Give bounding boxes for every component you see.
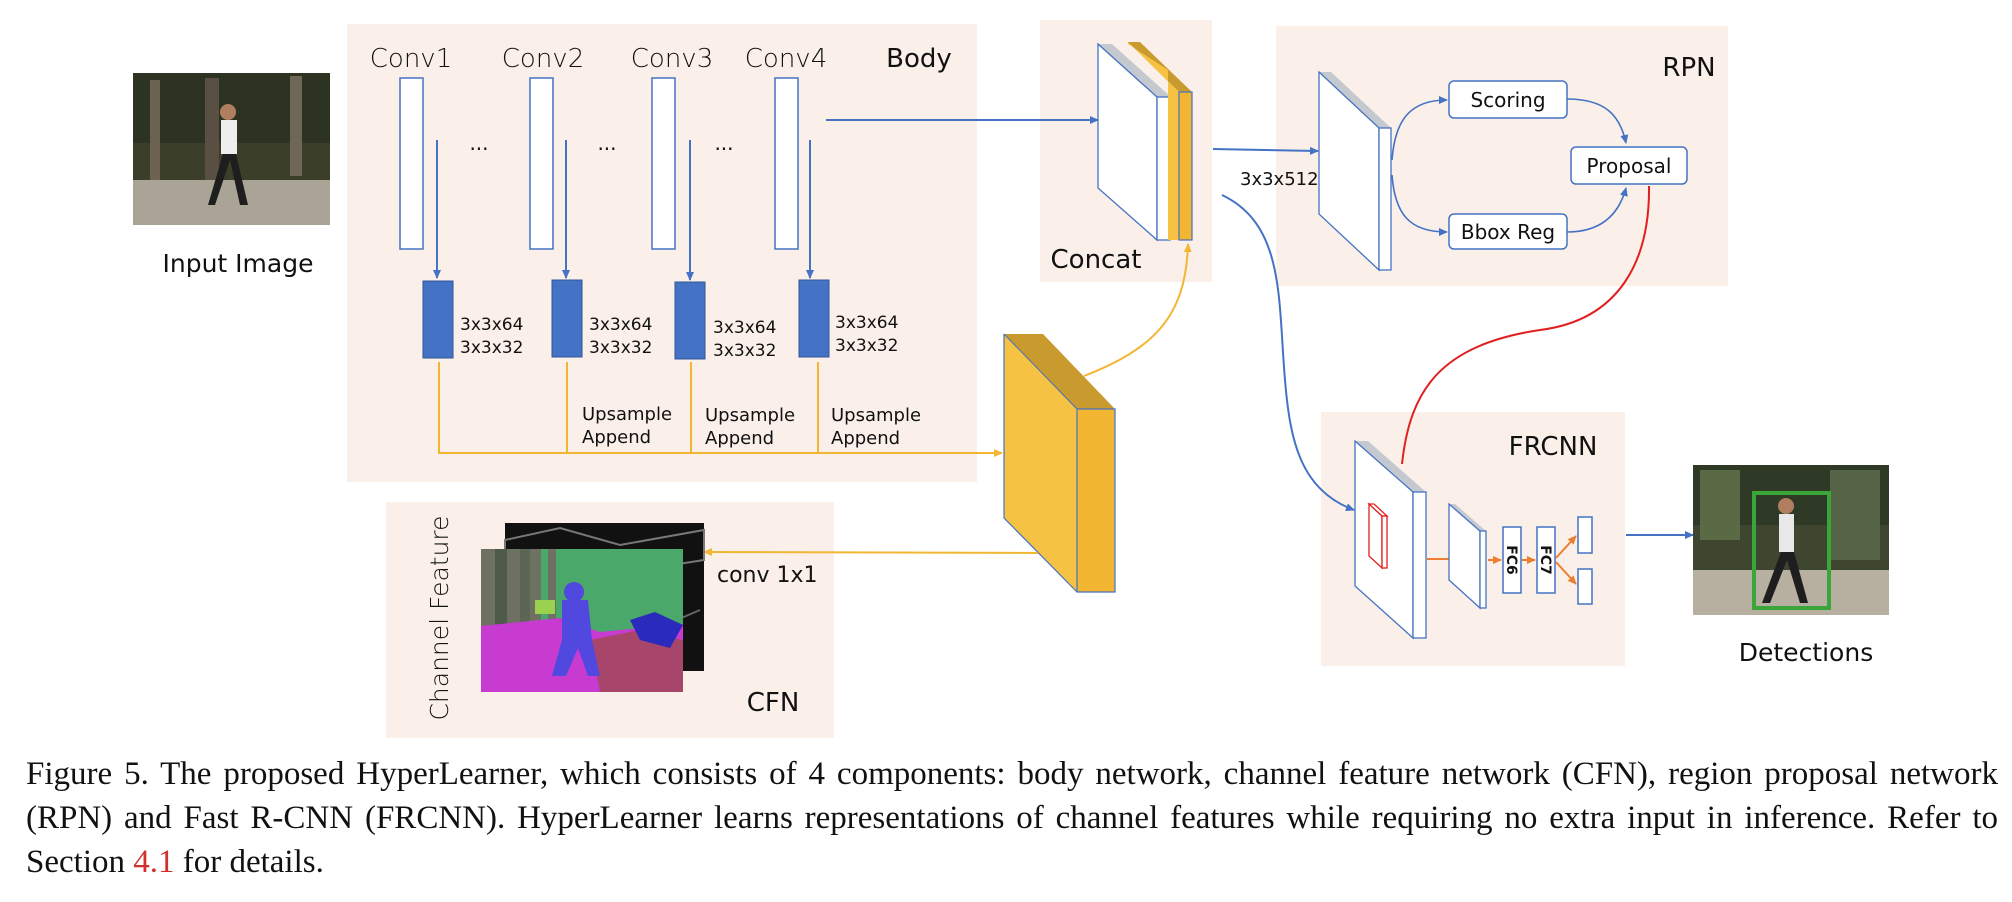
conv1x1-label: conv 1x1 (717, 563, 818, 588)
conv3-label: Conv3 (631, 44, 713, 74)
filter-label-1a: 3x3x64 (460, 315, 523, 335)
conv3-layer (651, 77, 676, 250)
concat-label: Concat (1051, 245, 1142, 275)
rpn-conv-label: 3x3x512 (1240, 169, 1319, 190)
input-image-label: Input Image (163, 249, 314, 278)
filter-block-1 (422, 280, 454, 359)
detections-label: Detections (1739, 638, 1873, 667)
conv2-label: Conv2 (502, 44, 584, 74)
caption-text-after: for details. (174, 844, 324, 880)
filter-block-3 (674, 281, 706, 360)
filter-label-4b: 3x3x32 (835, 336, 898, 356)
reg-output-box (1577, 568, 1593, 605)
caption-text-before: Figure 5. The proposed HyperLearner, whi… (26, 756, 1998, 880)
filter-label-2b: 3x3x32 (589, 338, 652, 358)
body-label: Body (886, 44, 952, 74)
roi-pool-block (1448, 502, 1487, 610)
filter-block-4 (798, 279, 830, 358)
cfn-label: CFN (747, 688, 800, 718)
filter-label-3b: 3x3x32 (713, 341, 776, 361)
proposal-box (1570, 146, 1688, 185)
figure-caption: Figure 5. The proposed HyperLearner, whi… (26, 752, 1998, 884)
concat-stack (1097, 42, 1193, 242)
section-reference-link[interactable]: 4.1 (133, 844, 175, 880)
proposal-label: Proposal (1587, 154, 1672, 178)
hyperlearner-diagram: Input Image Conv1 Conv2 Conv3 Conv4 Body… (133, 20, 1889, 738)
upsample-label-1: Upsample (582, 404, 672, 425)
ellipsis-1: ... (469, 131, 488, 155)
conv1-layer (399, 77, 424, 250)
filter-label-1b: 3x3x32 (460, 338, 523, 358)
pedestrian-photo-icon (133, 73, 330, 225)
rpn-feature-block (1318, 70, 1392, 272)
hyper-feature-block (1003, 333, 1116, 593)
fc6-box (1502, 526, 1522, 594)
bbox-reg-label: Bbox Reg (1461, 220, 1555, 244)
conv1-label: Conv1 (370, 44, 452, 74)
fc7-label: FC7 (1537, 545, 1553, 575)
conv2-layer (529, 77, 554, 250)
conv4-label: Conv4 (745, 44, 827, 74)
detection-photo-icon (1693, 465, 1889, 615)
upsample-label-2: Upsample (705, 405, 795, 426)
frcnn-label: FRCNN (1509, 432, 1598, 462)
filter-label-4a: 3x3x64 (835, 313, 898, 333)
append-label-1: Append (582, 427, 651, 448)
scoring-label: Scoring (1470, 88, 1545, 112)
append-label-3: Append (831, 428, 900, 449)
segmentation-map-icon (481, 523, 705, 692)
filter-block-2 (551, 279, 583, 358)
cls-output-box (1577, 516, 1593, 554)
append-label-2: Append (705, 428, 774, 449)
ellipsis-3: ... (714, 131, 733, 155)
ellipsis-2: ... (597, 131, 616, 155)
filter-label-3a: 3x3x64 (713, 318, 776, 338)
frcnn-feature-block (1354, 439, 1427, 640)
fc6-label: FC6 (1503, 545, 1519, 575)
conv4-layer (774, 77, 799, 250)
rpn-label: RPN (1662, 53, 1715, 83)
fc7-box (1536, 526, 1556, 594)
upsample-label-3: Upsample (831, 405, 921, 426)
filter-label-2a: 3x3x64 (589, 315, 652, 335)
channel-feature-label: Channel Feature (425, 515, 454, 720)
